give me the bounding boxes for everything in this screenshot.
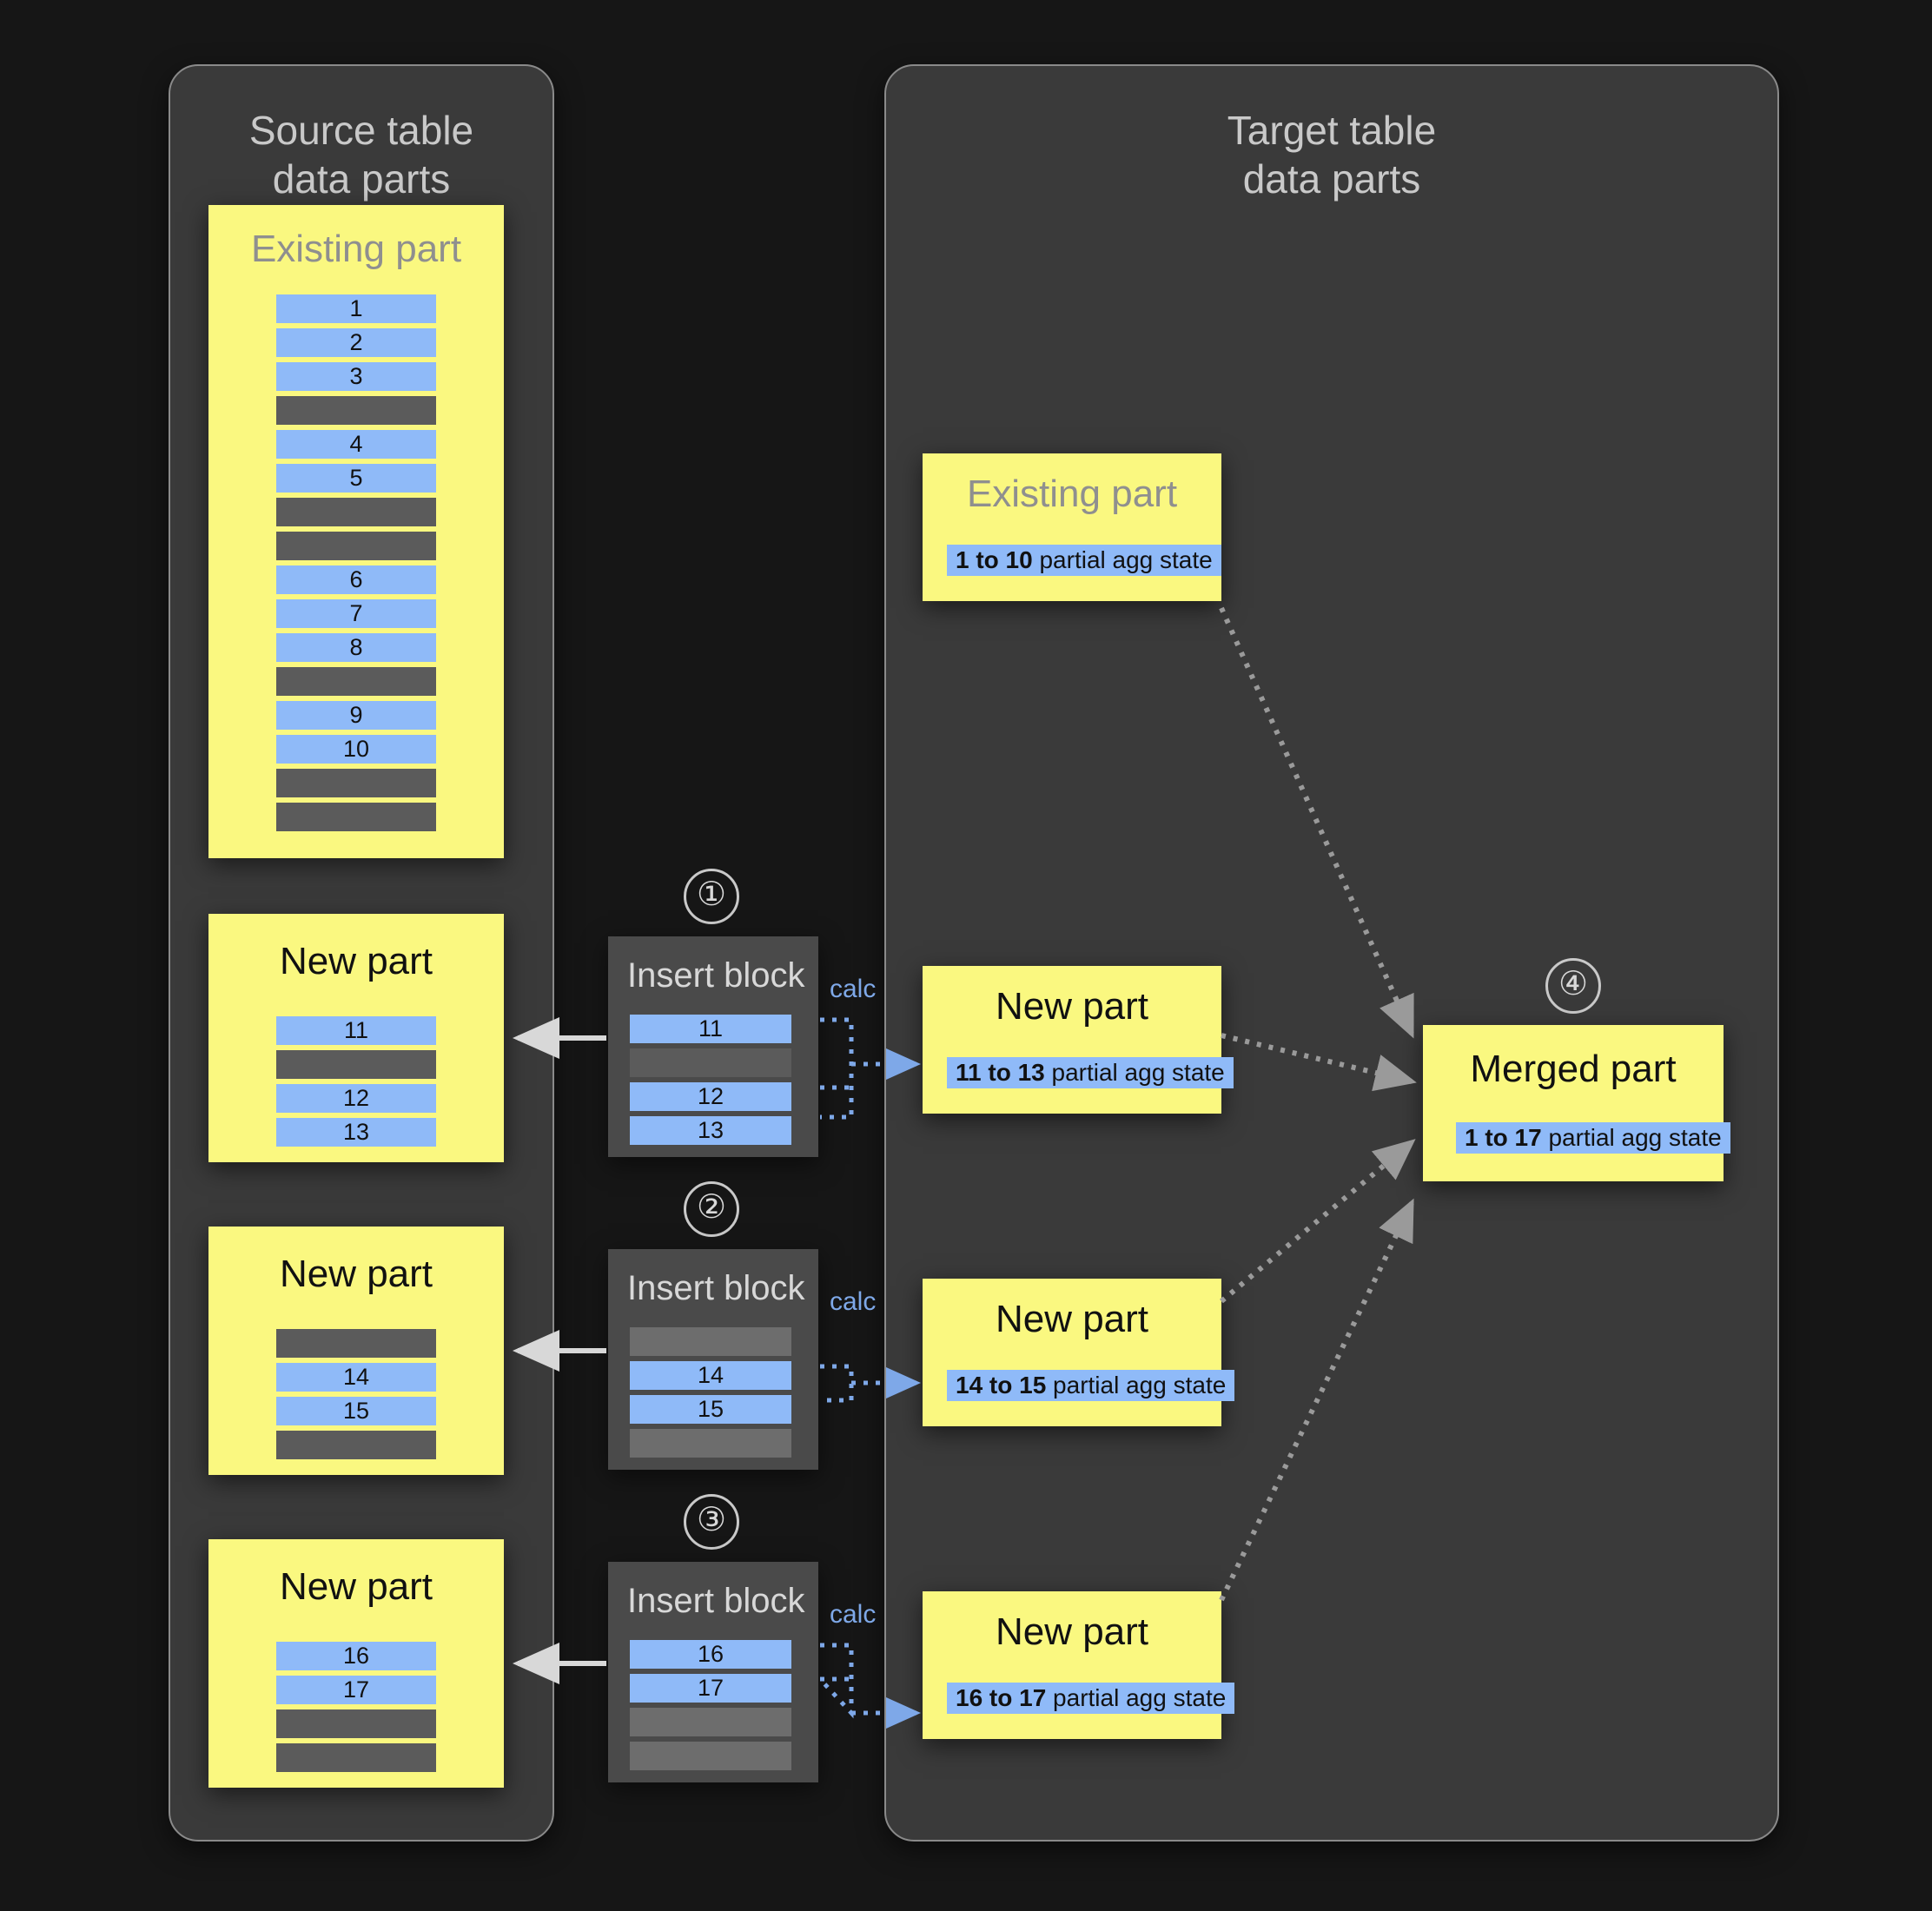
- row-cell: 15: [276, 1397, 436, 1425]
- agg-range: 1 to 17: [1465, 1124, 1542, 1151]
- row-cell-empty: [276, 532, 436, 560]
- row-cell: 1: [276, 294, 436, 323]
- agg-range: 14 to 15: [956, 1372, 1047, 1399]
- insert-block-1: Insert block 11 12 13: [608, 936, 818, 1157]
- target-new-part-1: New part 11 to 13 partial agg state: [923, 966, 1234, 1114]
- insert-block-3: Insert block 16 17: [608, 1562, 818, 1782]
- row-cell-empty: [630, 1048, 791, 1077]
- target-new-part-1-agg: 11 to 13 partial agg state: [947, 1057, 1234, 1088]
- agg-range: 16 to 17: [956, 1684, 1047, 1711]
- agg-suffix: partial agg state: [1046, 1372, 1227, 1399]
- target-existing-part: Existing part 1 to 10 partial agg state: [923, 453, 1221, 601]
- agg-suffix: partial agg state: [1541, 1124, 1722, 1151]
- target-new-part-2: New part 14 to 15 partial agg state: [923, 1279, 1235, 1426]
- source-table-panel-title: Source table data parts: [248, 108, 474, 202]
- row-cell: 7: [276, 599, 436, 628]
- target-new-part-3: New part 16 to 17 partial agg state: [923, 1591, 1235, 1739]
- merged-part-agg: 1 to 17 partial agg state: [1456, 1122, 1730, 1154]
- agg-range: 1 to 10: [956, 546, 1033, 573]
- insert-block-3-title: Insert block: [627, 1582, 805, 1620]
- row-cell: 14: [630, 1361, 791, 1390]
- row-cell: 13: [630, 1116, 791, 1145]
- row-cell: 9: [276, 701, 436, 730]
- agg-suffix: partial agg state: [1032, 546, 1213, 573]
- target-new-part-3-title: New part: [995, 1610, 1149, 1653]
- row-cell-empty: [276, 667, 436, 696]
- source-new-part-2-title: New part: [279, 1253, 433, 1295]
- row-cell-empty: [630, 1708, 791, 1736]
- source-new-part-1: New part 11 12 13: [208, 914, 504, 1162]
- row-cell-empty: [276, 1431, 436, 1459]
- source-existing-part: Existing part 1 2 3 4 5 6 7 8 9 10: [208, 205, 504, 858]
- insert-block-2: Insert block 14 15: [608, 1249, 818, 1470]
- row-cell-empty: [276, 498, 436, 526]
- row-cell: 16: [630, 1640, 791, 1669]
- row-cell-empty: [276, 396, 436, 425]
- row-cell: 16: [276, 1642, 436, 1670]
- target-existing-part-title: Existing part: [966, 473, 1178, 515]
- row-cell: 4: [276, 430, 436, 459]
- target-new-part-3-agg: 16 to 17 partial agg state: [947, 1683, 1235, 1714]
- row-cell: 13: [276, 1118, 436, 1147]
- source-new-part-2: New part 14 15: [208, 1227, 504, 1475]
- target-existing-part-agg: 1 to 10 partial agg state: [947, 545, 1221, 576]
- target-table-panel-title: Target table data parts: [1227, 108, 1437, 202]
- agg-suffix: partial agg state: [1046, 1684, 1227, 1711]
- row-cell: 10: [276, 735, 436, 764]
- step-number-1: ①: [684, 869, 739, 924]
- step-number-2: ②: [684, 1181, 739, 1237]
- step-number-3: ③: [684, 1494, 739, 1550]
- source-new-part-3: New part 16 17: [208, 1539, 504, 1788]
- row-cell: 8: [276, 633, 436, 662]
- row-cell: 15: [630, 1395, 791, 1424]
- row-cell-empty: [630, 1742, 791, 1770]
- row-cell: 17: [276, 1676, 436, 1704]
- row-cell: 14: [276, 1363, 436, 1392]
- row-cell-empty: [276, 1743, 436, 1772]
- row-cell-empty: [276, 1709, 436, 1738]
- target-new-part-2-agg: 14 to 15 partial agg state: [947, 1370, 1235, 1401]
- row-cell: 2: [276, 328, 436, 357]
- merged-part: Merged part 1 to 17 partial agg state: [1423, 1025, 1730, 1181]
- row-cell: 11: [630, 1015, 791, 1043]
- row-cell: 6: [276, 565, 436, 594]
- row-cell: 3: [276, 362, 436, 391]
- row-cell: 12: [630, 1082, 791, 1111]
- calc-label-2: calc: [830, 1287, 877, 1316]
- source-new-part-1-title: New part: [279, 940, 433, 982]
- row-cell: 11: [276, 1016, 436, 1045]
- source-existing-part-title: Existing part: [250, 228, 462, 270]
- calc-label-1: calc: [830, 975, 877, 1003]
- row-cell-empty: [276, 1329, 436, 1358]
- insert-block-1-title: Insert block: [627, 956, 805, 995]
- row-cell: 5: [276, 464, 436, 493]
- merged-part-title: Merged part: [1470, 1048, 1677, 1090]
- calc-label-3: calc: [830, 1600, 877, 1629]
- agg-range: 11 to 13: [956, 1059, 1045, 1086]
- step-number-4: ④: [1545, 958, 1601, 1014]
- row-cell-empty: [276, 1050, 436, 1079]
- insert-block-2-title: Insert block: [627, 1269, 805, 1307]
- row-cell-empty: [630, 1327, 791, 1356]
- row-cell-empty: [276, 769, 436, 797]
- agg-suffix: partial agg state: [1044, 1059, 1225, 1086]
- row-cell: 12: [276, 1084, 436, 1113]
- target-new-part-1-title: New part: [995, 985, 1149, 1028]
- target-new-part-2-title: New part: [995, 1298, 1149, 1340]
- row-cell-empty: [276, 803, 436, 831]
- source-new-part-3-title: New part: [279, 1565, 433, 1608]
- target-table-panel: Target table data parts: [884, 64, 1779, 1842]
- row-cell: 17: [630, 1674, 791, 1703]
- row-cell-empty: [630, 1429, 791, 1458]
